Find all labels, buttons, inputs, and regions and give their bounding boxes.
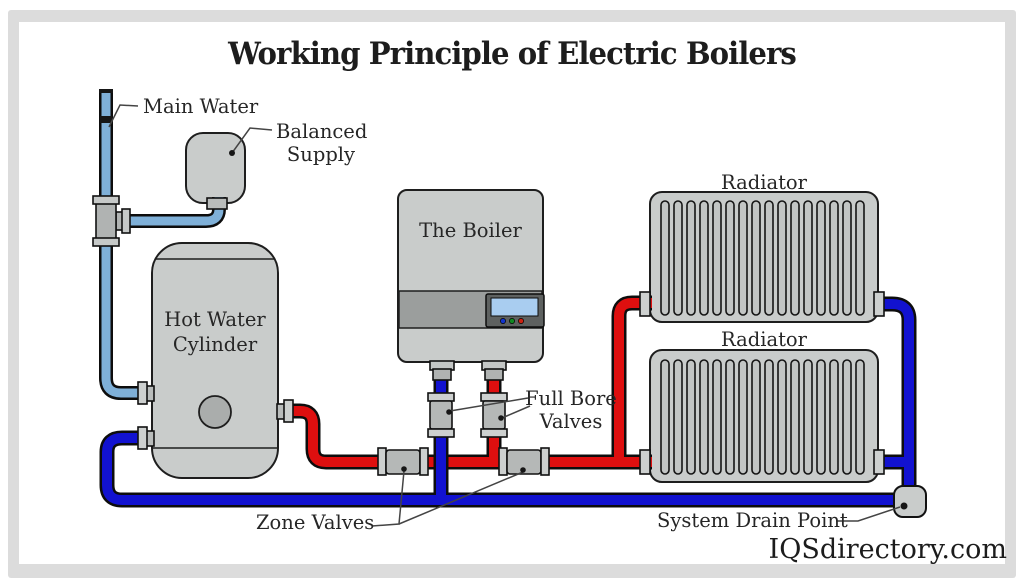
label-balanced-supply-line1: Balanced: [276, 120, 368, 143]
hot-water-cylinder: [151, 242, 279, 479]
display-button-green: [509, 318, 515, 324]
full-bore-pointer-1: [449, 397, 529, 412]
zone-valve-2: [498, 447, 550, 476]
label-zone-valves: Zone Valves: [256, 511, 375, 534]
balanced-supply-tank: [185, 132, 246, 204]
label-radiator-bottom: Radiator: [721, 328, 807, 351]
watermark: IQSdirectory.com: [768, 534, 1007, 565]
label-radiator-top: Radiator: [721, 171, 807, 194]
system-drain-point-block: [893, 485, 927, 518]
radiator-bottom-body: [649, 349, 879, 483]
display-screen: [490, 297, 539, 317]
tank-outlet-stub: [206, 197, 228, 210]
main-water-pointer: [108, 104, 139, 128]
label-hot-water-line1: Hot Water: [164, 308, 266, 331]
zone-valves-pointer-2: [398, 471, 524, 525]
label-hot-water-cylinder: Hot Water Cylinder: [152, 307, 278, 357]
label-full-bore-line1: Full Bore: [525, 387, 617, 410]
label-system-drain-point: System Drain Point: [657, 509, 848, 532]
pointer-dots: [229, 150, 526, 473]
pointer-lines: [108, 104, 901, 527]
main-water-tee-fitting: [92, 195, 131, 247]
display-button-red: [518, 318, 524, 324]
main-pipe-mark: [100, 116, 112, 123]
full-bore-valve-blue: [427, 392, 455, 438]
label-full-bore-line2: Valves: [539, 410, 603, 433]
radiator-top-body: [649, 191, 879, 323]
boiler: [397, 189, 545, 363]
label-balanced-supply: Balanced Supply: [276, 120, 368, 166]
main-pipe-cap: [99, 89, 113, 93]
boiler-display-panel: [485, 293, 545, 328]
label-balanced-supply-line2: Supply: [286, 143, 356, 166]
cylinder-fittings: [137, 381, 294, 450]
full-bore-valve-red: [480, 392, 508, 438]
drain-point-pointer: [836, 506, 901, 522]
label-hot-water-line2: Cylinder: [172, 333, 258, 356]
display-button-blue: [500, 318, 506, 324]
diagram-title: Working Principle of Electric Boilers: [228, 36, 797, 72]
label-full-bore-valves: Full Bore Valves: [524, 387, 618, 433]
boiler-stubs: [429, 360, 507, 381]
label-main-water: Main Water: [143, 95, 259, 118]
full-bore-pointer-2: [501, 405, 531, 419]
label-the-boiler: The Boiler: [419, 219, 522, 242]
cylinder-boss: [198, 395, 232, 429]
radiator-flanges: [639, 291, 885, 475]
balanced-supply-pointer: [231, 127, 273, 154]
